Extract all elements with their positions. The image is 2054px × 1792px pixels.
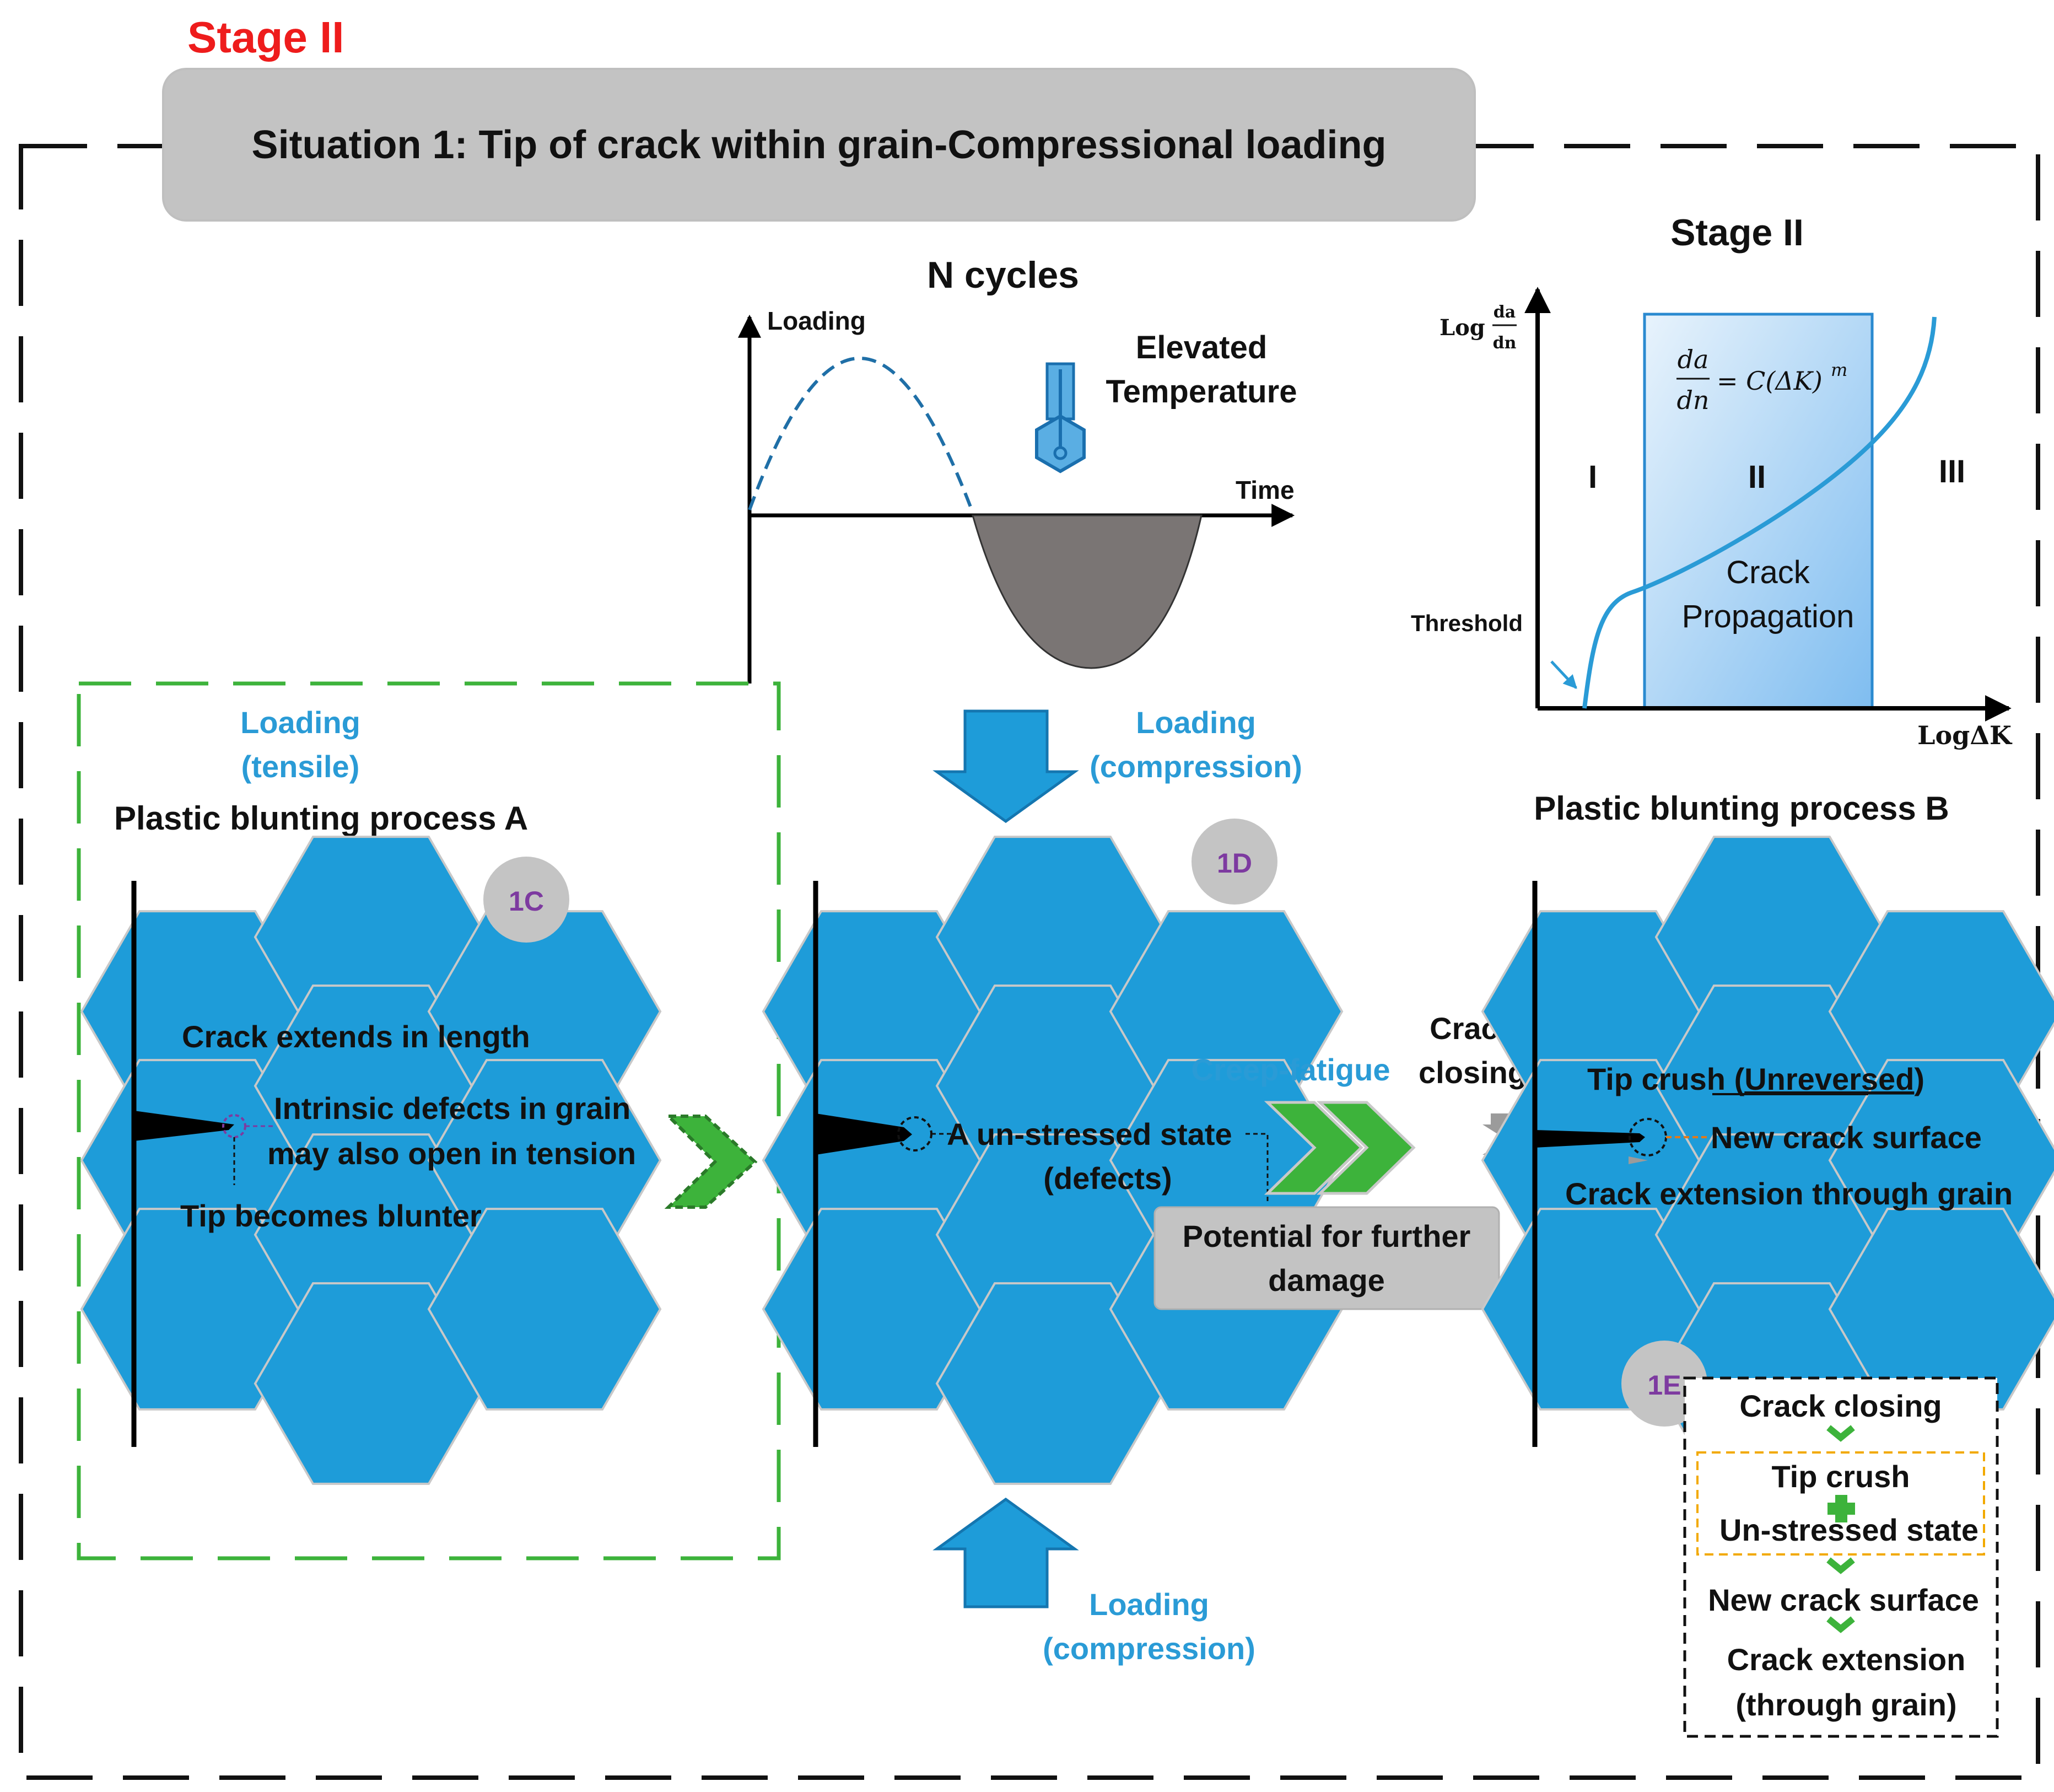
grain-cluster-d: [762, 836, 1344, 1485]
region-iii-label: III: [1939, 454, 1965, 489]
tensile-half-cycle: [748, 356, 974, 514]
badge-1d: [1192, 819, 1277, 905]
situation-title-box: [162, 68, 1476, 222]
threshold-arrow: [1550, 660, 1577, 689]
paris-x-label: LogΔK: [1917, 720, 2013, 750]
flow-chevron-2-icon: [1826, 1557, 1855, 1574]
paris-law-chart: Stage II Log da dn LogΔK da dn = C(ΔK) m…: [1411, 212, 2013, 750]
note-crack-length: Crack extends in length: [182, 1019, 530, 1054]
up-arrow-icon: [932, 1497, 1079, 1608]
panel-d-loading-top-2: (compression): [1090, 749, 1302, 784]
crack-closing-2: closing: [1419, 1055, 1527, 1090]
double-chevron-icon-1: [1264, 1101, 1363, 1195]
panel-b-title: Plastic blunting process B: [1534, 790, 1949, 827]
load-y-label: Loading: [767, 306, 866, 335]
small-arrow-icon: [1629, 1156, 1648, 1164]
new-crack-surface-label: New crack surface: [1711, 1120, 1982, 1155]
stage-title: Stage II: [187, 13, 344, 62]
paris-chart-title: Stage II: [1670, 212, 1804, 254]
flow-step-3: New crack surface: [1708, 1583, 1979, 1617]
flow-step-4a: Crack extension: [1727, 1642, 1966, 1677]
damage-line-1: Potential for further: [1183, 1219, 1471, 1253]
chevron-right-icon: [664, 1115, 758, 1209]
badge-1c: [483, 857, 569, 943]
badge-1d-label: 1D: [1217, 848, 1252, 879]
panel-d-loading-bottom-1: Loading: [1089, 1587, 1209, 1622]
badge-1c-label: 1C: [509, 886, 544, 917]
load-x-label: Time: [1236, 476, 1295, 504]
flow-chevron-3-icon: [1826, 1616, 1855, 1633]
load-time-chart: N cycles Loading Time Elevated Temperatu…: [738, 254, 1297, 684]
tip-crush-label: Tip crush (Unreversed): [1587, 1062, 1924, 1096]
panel-a-loading-2: (tensile): [241, 749, 360, 784]
paris-y-label-prefix: Log: [1440, 315, 1485, 341]
tip-crush-prefix: Tip crush (: [1587, 1062, 1745, 1096]
grain-cluster-a: [80, 836, 662, 1485]
panel-b-crack: [1535, 1130, 1645, 1148]
note-defects-1: Intrinsic defects in grain: [274, 1091, 630, 1126]
panel-a-frame: [77, 681, 781, 1560]
flow-step-1: Crack closing: [1739, 1389, 1942, 1423]
flow-combined-box: [1696, 1451, 1985, 1556]
panel-a-loading-1: Loading: [240, 705, 360, 740]
formula-rhs: = C(ΔK): [1717, 366, 1823, 396]
double-chevron-icon-2: [1316, 1101, 1416, 1195]
formula-num: da: [1678, 345, 1709, 374]
stage-ii-region: [1643, 313, 1874, 710]
region-ii-desc-2: Propagation: [1682, 599, 1854, 634]
tip-crush-underlined: Unreversed: [1744, 1062, 1914, 1096]
crack-extension-label: Crack extension through grain: [1565, 1176, 2013, 1211]
flow-box: [1683, 1376, 1999, 1738]
tip-crush-suffix: ): [1914, 1062, 1924, 1096]
flow-step-4b: (through grain): [1735, 1687, 1956, 1722]
threshold-label: Threshold: [1411, 610, 1523, 636]
situation-title: Situation 1: Tip of crack within grain-C…: [252, 123, 1387, 167]
region-i-label: I: [1588, 459, 1597, 495]
creep-fatigue-label: Creep-fatigue: [1192, 1052, 1390, 1087]
down-arrow-icon: [932, 709, 1079, 824]
region-ii-label: II: [1748, 459, 1766, 495]
flow-chevron-1-icon: [1826, 1425, 1855, 1442]
grain-cluster-b: [1481, 836, 2054, 1485]
paris-y-label-num: da: [1494, 303, 1516, 322]
flow-step-2a: Tip crush: [1771, 1459, 1910, 1494]
crack-growth-curve: [1582, 316, 1937, 709]
damage-line-2: damage: [1268, 1263, 1385, 1298]
temperature-label-2: Temperature: [1106, 374, 1297, 410]
compressive-half-cycle: [972, 514, 1203, 669]
note-unstressed-2: (defects): [1043, 1161, 1172, 1196]
panel-a-title: Plastic blunting process A: [114, 800, 528, 837]
grain-hexagon: [427, 1208, 662, 1411]
formula-exp: m: [1831, 359, 1847, 380]
panel-d-crack: [816, 1113, 912, 1155]
panel-d-loading-bottom-2: (compression): [1043, 1631, 1255, 1666]
note-tip-blunter: Tip becomes blunter: [180, 1198, 482, 1233]
badge-1e-label: 1E: [1647, 1370, 1681, 1401]
formula-den: dn: [1676, 385, 1709, 415]
note-defects-2: may also open in tension: [267, 1136, 636, 1171]
plus-icon: [1827, 1495, 1855, 1522]
note-unstressed-1: A un-stressed state: [947, 1117, 1232, 1151]
thermometer-icon: [1035, 362, 1086, 473]
damage-box: [1153, 1206, 1500, 1310]
region-ii-desc-1: Crack: [1726, 555, 1810, 590]
paris-y-label-den: dn: [1493, 333, 1517, 353]
panel-d-loading-top-1: Loading: [1136, 705, 1256, 740]
panel-a-crack: [134, 1111, 234, 1141]
flow-step-2b: Un-stressed state: [1719, 1513, 1978, 1547]
temperature-label-1: Elevated: [1136, 330, 1268, 365]
load-chart-title: N cycles: [927, 254, 1079, 296]
